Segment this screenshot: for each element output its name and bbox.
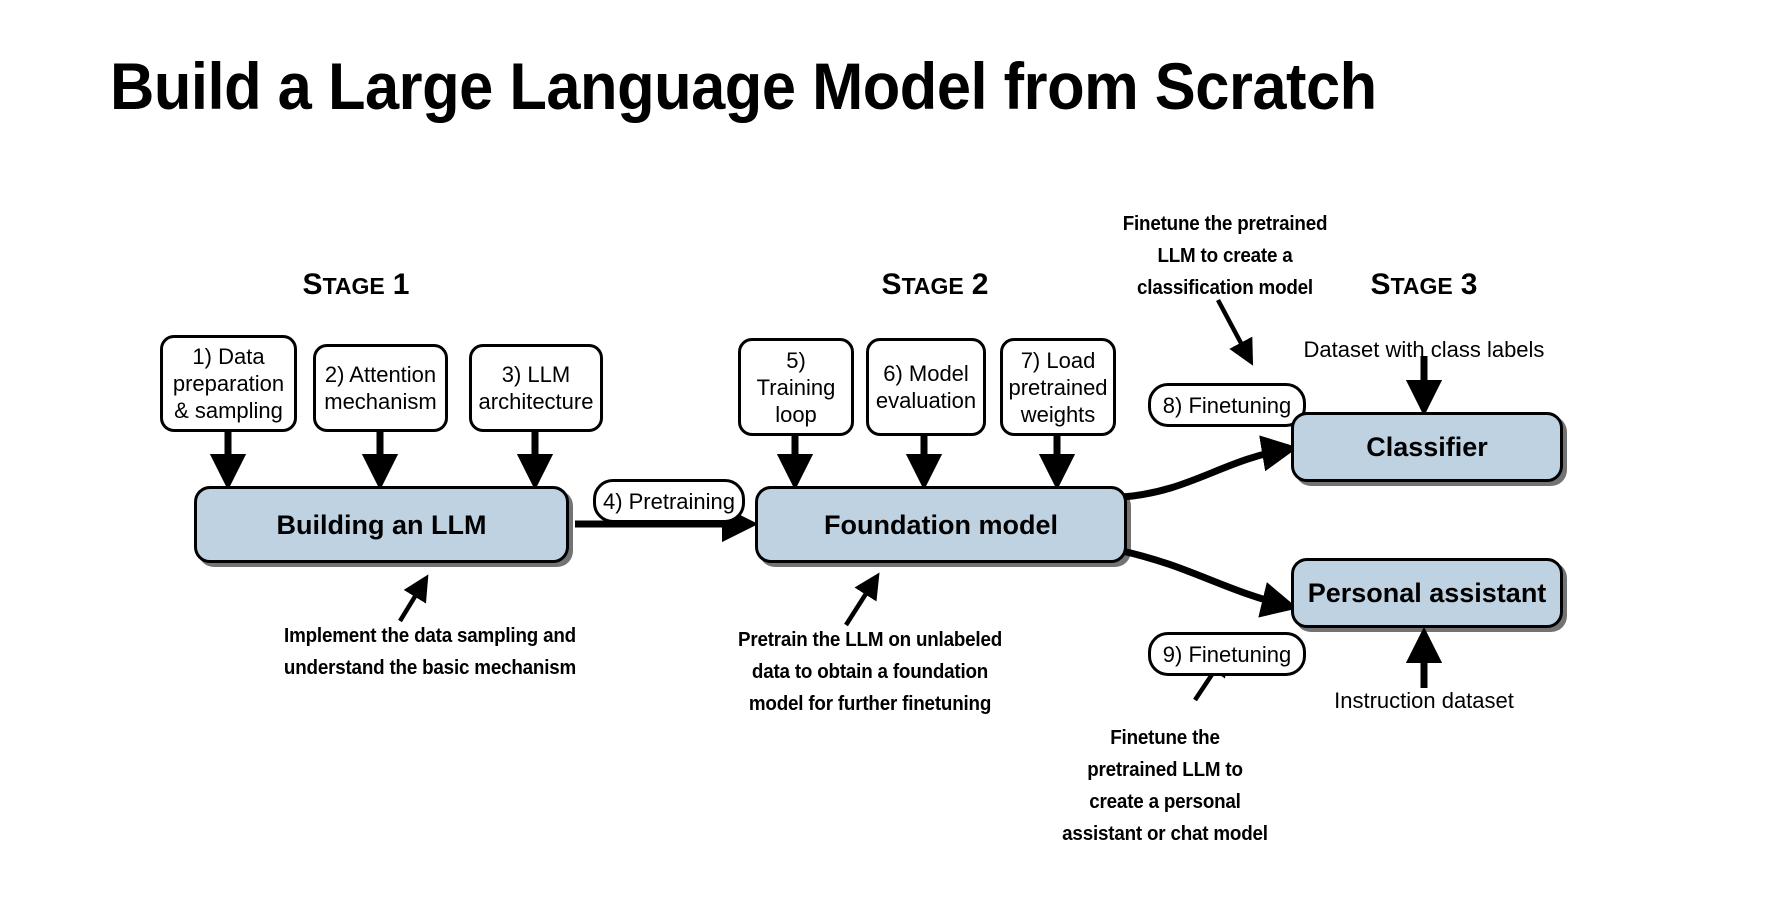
caption-dataset-with-class-labels: Dataset with class labels [1303,337,1545,362]
page-title: Build a Large Language Model from Scratc… [110,49,1377,123]
caption-instruction-dataset: Instruction dataset [1334,688,1514,713]
step-box-9-label: 9) Finetuning [1162,641,1292,667]
arrow-foundation-to-personal-assistant [1121,547,1298,618]
annotation-personal-assistant-line-4: assistant or chat model [1062,823,1268,845]
step-box-6[interactable]: 6) Model evaluation [866,338,986,436]
annotation-stage-2-line-3: model for further finetuning [748,693,992,715]
step-box-7[interactable]: 7) Load pretrained weights [1000,338,1116,436]
step-box-3-label: 3) LLM architecture [478,362,594,414]
annotation-classification-line-2: LLM to create a [1157,245,1293,267]
step-box-4-label: 4) Pretraining [602,488,736,514]
arrow-foundation-to-classifier [1121,435,1299,501]
stage-2-heading: STAGE 2 [855,270,1015,301]
annotation-personal-assistant-line-3: create a personal [1089,791,1241,813]
stage-2-number: 2 [971,268,989,301]
stage-3-heading: STAGE 3 [1344,270,1504,301]
step-box-2[interactable]: 2) Attention mechanism [313,344,448,432]
step-box-3[interactable]: 3) LLM architecture [469,344,603,432]
model-box-foundation-model[interactable]: Foundation model [755,486,1127,563]
model-box-classifier[interactable]: Classifier [1291,412,1563,482]
pointer-stage2-annotation [844,572,880,627]
annotation-classification-model: Finetune the pretrained LLM to create a … [1089,208,1362,304]
stage-1-rest: TAGE [322,273,385,299]
stage-3-first-letter: S [1370,268,1391,301]
step-box-7-label: 7) Load pretrained weights [1008,347,1108,427]
model-box-personal-assistant[interactable]: Personal assistant [1291,558,1563,628]
annotation-stage-2-line-2: data to obtain a foundation [751,661,989,683]
step-box-1[interactable]: 1) Data preparation & sampling [160,335,297,432]
annotation-stage-2: Pretrain the LLM on unlabeled data to ob… [729,624,1011,720]
stage-3-rest: TAGE [1390,273,1453,299]
annotation-stage-2-line-1: Pretrain the LLM on unlabeled [737,629,1003,651]
stage-1-number: 1 [392,268,410,301]
annotation-stage-1-line-1: Implement the data sampling and [284,625,576,647]
step-box-5[interactable]: 5) Training loop [738,338,854,436]
stage-3-number: 3 [1460,268,1478,301]
pointer-stage1-annotation [398,574,429,623]
model-box-building-an-llm[interactable]: Building an LLM [194,486,569,563]
model-box-foundation-model-label: Foundation model [824,509,1058,540]
step-box-8-label: 8) Finetuning [1162,392,1292,418]
annotation-personal-assistant-line-1: Finetune the [1110,727,1220,749]
stage-2-first-letter: S [881,268,902,301]
stage-1-first-letter: S [302,268,323,301]
stage-1-heading: STAGE 1 [276,270,436,301]
step-box-9-finetuning[interactable]: 9) Finetuning [1148,632,1306,676]
step-box-2-label: 2) Attention mechanism [324,362,437,414]
model-box-building-an-llm-label: Building an LLM [276,509,487,540]
annotation-stage-1-line-2: understand the basic mechanism [283,657,577,679]
annotation-classification-line-1: Finetune the pretrained [1122,213,1328,235]
step-box-8-finetuning[interactable]: 8) Finetuning [1148,383,1306,427]
model-box-personal-assistant-label: Personal assistant [1307,578,1547,608]
annotation-stage-1: Implement the data sampling and understa… [261,620,599,684]
model-box-classifier-label: Classifier [1366,432,1488,462]
step-box-6-label: 6) Model evaluation [875,361,977,413]
step-box-1-label: 1) Data preparation & sampling [172,344,285,423]
pointer-classification-annotation [1216,298,1254,366]
step-box-4-pretraining[interactable]: 4) Pretraining [593,479,745,523]
annotation-personal-assistant-line-2: pretrained LLM to [1087,759,1243,781]
step-box-5-label: 5) Training loop [756,347,836,427]
annotation-personal-assistant: Finetune the pretrained LLM to create a … [1038,722,1292,850]
stage-2-rest: TAGE [901,273,964,299]
annotation-classification-line-3: classification model [1137,277,1313,299]
